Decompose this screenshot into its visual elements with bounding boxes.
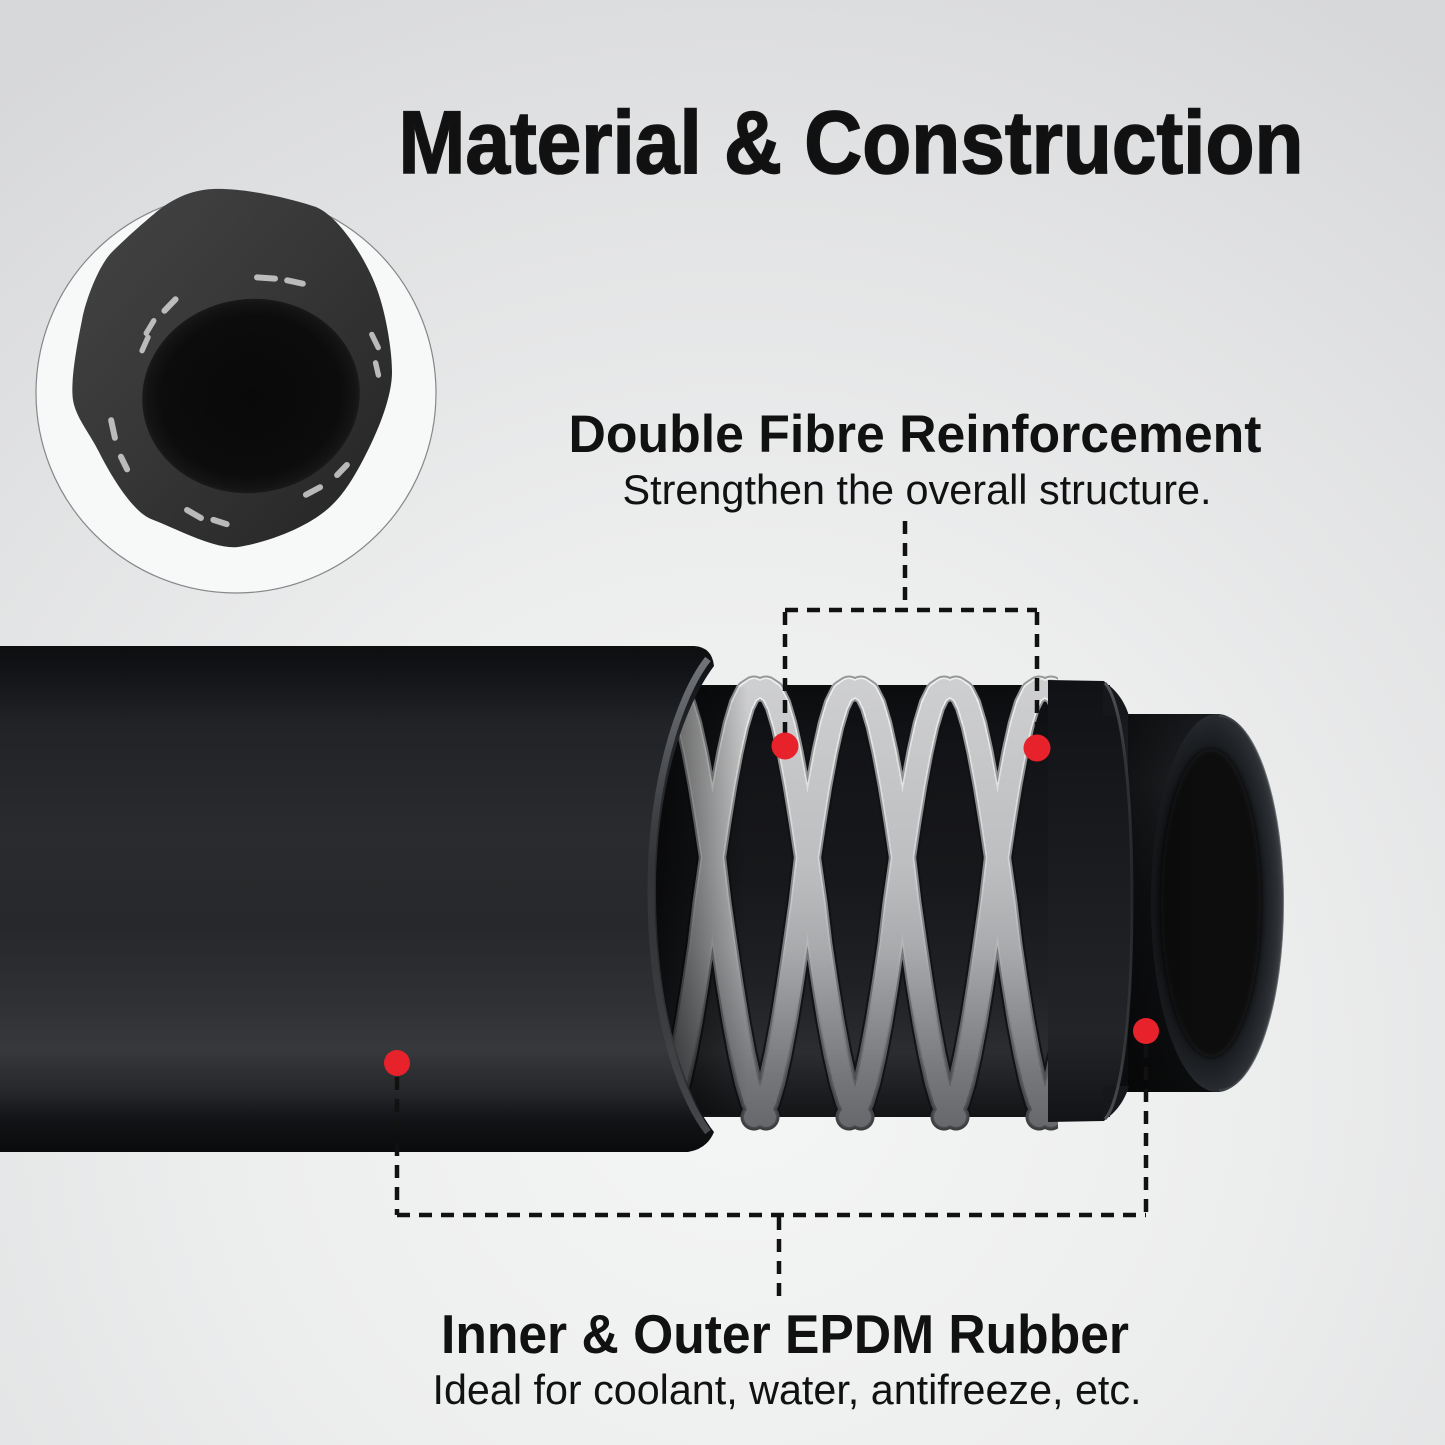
svg-text:Ideal for coolant, water, anti: Ideal for coolant, water, antifreeze, et…: [433, 1366, 1142, 1413]
svg-text:Material & Construction: Material & Construction: [399, 92, 1304, 192]
svg-text:Double Fibre Reinforcement: Double Fibre Reinforcement: [569, 405, 1262, 464]
svg-text:Strengthen the overall structu: Strengthen the overall structure.: [623, 466, 1212, 513]
svg-text:Inner & Outer EPDM Rubber: Inner & Outer EPDM Rubber: [441, 1303, 1129, 1365]
